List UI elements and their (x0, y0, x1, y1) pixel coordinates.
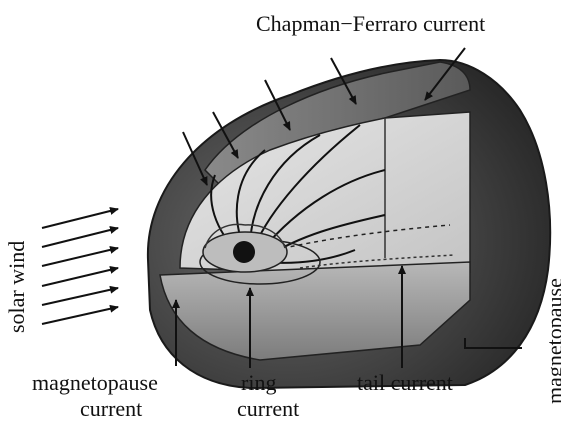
magnetopause-label: magnetopause (542, 278, 561, 404)
tail-current-label: tail current (357, 371, 453, 395)
solar-wind-label: solar wind (4, 241, 30, 333)
chapman-ferraro-label: Chapman−Ferraro current (256, 12, 485, 36)
magnetopause-current-label-line1: magnetopause (32, 371, 158, 395)
solar-wind-arrows (42, 209, 118, 324)
ring-current-label-line2: current (237, 397, 299, 421)
magnetopause-current-label-line2: current (80, 397, 142, 421)
ring-current-label-line1: ring (241, 371, 276, 395)
